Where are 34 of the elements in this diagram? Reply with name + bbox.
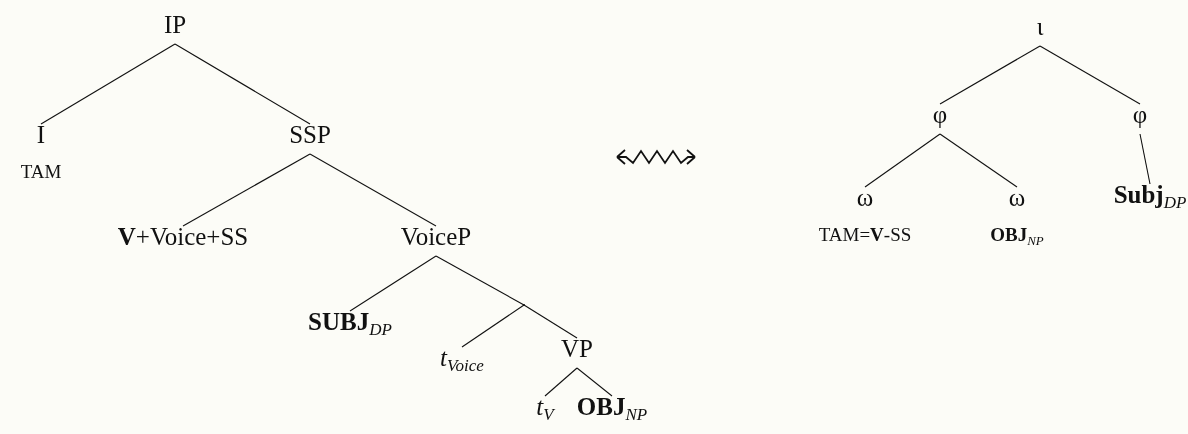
tree-branch — [174, 43, 311, 125]
tree-node-label: ω — [1008, 183, 1026, 213]
tree-node-label: SSP — [289, 120, 331, 150]
tree-node-label: VoiceP — [400, 222, 472, 252]
tree-branch — [939, 133, 1018, 188]
tree-branch — [1039, 45, 1141, 105]
tree-branch — [349, 255, 437, 312]
tree-branch — [523, 304, 578, 339]
tree-node-label: ι — [1036, 12, 1044, 42]
tree-branch — [544, 367, 578, 397]
tree-node-label: VP — [561, 334, 593, 364]
tree-node-label: SUBJ$_{DP}$ — [308, 307, 392, 337]
tree-branch — [40, 43, 176, 125]
tree-branch — [461, 304, 525, 348]
tree-node-label: t$_{Voice}$ — [440, 343, 484, 373]
tree-branch — [435, 255, 525, 306]
tree-node-label: Subj$_{DP}$ — [1113, 180, 1187, 210]
tree-branch — [864, 133, 941, 188]
tree-node-label: φ — [1132, 100, 1148, 130]
tree-node-label: OBJ$_{NP}$ — [576, 392, 648, 422]
terminal-label: TAM — [20, 160, 62, 184]
tree-branch — [939, 45, 1041, 105]
tree-branch — [309, 153, 437, 227]
tree-node-label: IP — [163, 10, 187, 40]
tree-branch — [576, 367, 613, 397]
tree-node-label: t$_{V}$ — [536, 392, 554, 422]
tree-node-label: ω — [856, 183, 874, 213]
tree-branch — [182, 153, 311, 227]
tree-node-label: V+Voice+SS — [117, 222, 249, 252]
terminal-label: TAM=V-SS — [818, 223, 912, 247]
tree-branch — [1139, 133, 1151, 185]
tree-node-label: I — [36, 120, 46, 150]
terminal-label: OBJ$_{NP}$ — [990, 223, 1044, 247]
tree-node-label: φ — [932, 100, 948, 130]
